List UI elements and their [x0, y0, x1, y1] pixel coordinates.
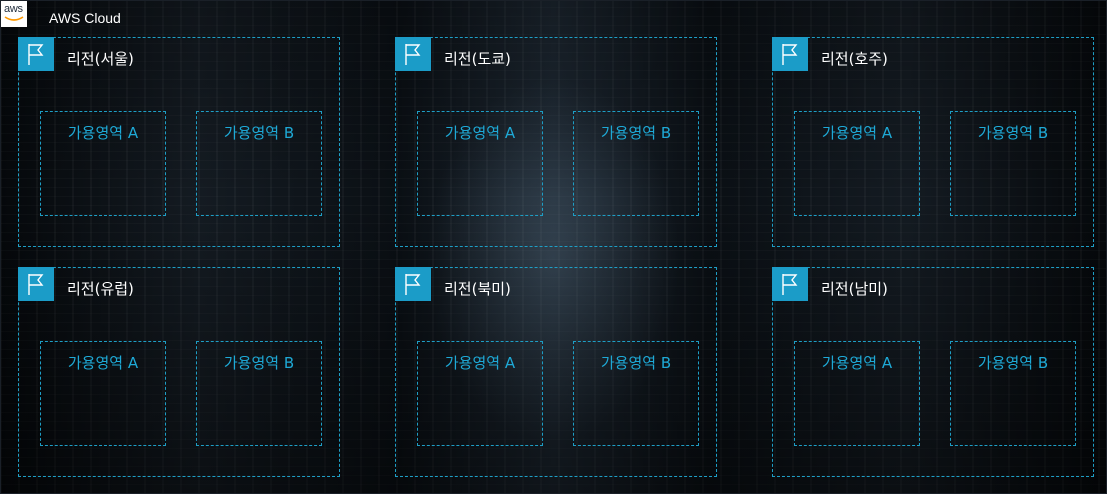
availability-zone-b[interactable]: 가용영역 B [950, 341, 1076, 446]
region-north-america[interactable]: 리전(북미) 가용영역 A 가용영역 B [395, 267, 717, 477]
availability-zone-a[interactable]: 가용영역 A [417, 341, 543, 446]
az-label: 가용영역 A [67, 124, 139, 142]
az-label: 가용영역 B [977, 354, 1049, 372]
region-label: 리전(유럽) [67, 280, 134, 298]
availability-zone-b[interactable]: 가용영역 B [196, 341, 322, 446]
az-label: 가용영역 A [444, 354, 516, 372]
az-label: 가용영역 B [600, 354, 672, 372]
region-flag-icon [395, 267, 431, 301]
az-label: 가용영역 A [67, 354, 139, 372]
region-flag-icon [18, 267, 54, 301]
region-label: 리전(서울) [67, 50, 134, 68]
region-label: 리전(남미) [821, 280, 888, 298]
az-label: 가용영역 B [223, 354, 295, 372]
region-australia[interactable]: 리전(호주) 가용영역 A 가용영역 B [772, 37, 1094, 247]
availability-zone-a[interactable]: 가용영역 A [794, 111, 920, 216]
region-flag-icon [18, 37, 54, 71]
availability-zone-a[interactable]: 가용영역 A [40, 341, 166, 446]
region-tokyo[interactable]: 리전(도쿄) 가용영역 A 가용영역 B [395, 37, 717, 247]
region-flag-icon [772, 37, 808, 71]
az-label: 가용영역 B [600, 124, 672, 142]
availability-zone-a[interactable]: 가용영역 A [417, 111, 543, 216]
cloud-title: AWS Cloud [49, 10, 121, 26]
aws-logo-icon: aws [1, 1, 27, 27]
region-flag-icon [395, 37, 431, 71]
region-south-america[interactable]: 리전(남미) 가용영역 A 가용영역 B [772, 267, 1094, 477]
region-label: 리전(호주) [821, 50, 888, 68]
availability-zone-b[interactable]: 가용영역 B [196, 111, 322, 216]
region-label: 리전(도쿄) [444, 50, 511, 68]
az-label: 가용영역 B [223, 124, 295, 142]
az-label: 가용영역 A [444, 124, 516, 142]
region-label: 리전(북미) [444, 280, 511, 298]
availability-zone-a[interactable]: 가용영역 A [40, 111, 166, 216]
az-label: 가용영역 A [821, 124, 893, 142]
availability-zone-b[interactable]: 가용영역 B [573, 341, 699, 446]
region-seoul[interactable]: 리전(서울) 가용영역 A 가용영역 B [18, 37, 340, 247]
availability-zone-b[interactable]: 가용영역 B [573, 111, 699, 216]
availability-zone-a[interactable]: 가용영역 A [794, 341, 920, 446]
az-label: 가용영역 B [977, 124, 1049, 142]
region-flag-icon [772, 267, 808, 301]
availability-zone-b[interactable]: 가용영역 B [950, 111, 1076, 216]
az-label: 가용영역 A [821, 354, 893, 372]
region-europe[interactable]: 리전(유럽) 가용영역 A 가용영역 B [18, 267, 340, 477]
aws-logo-text: aws [4, 3, 23, 15]
